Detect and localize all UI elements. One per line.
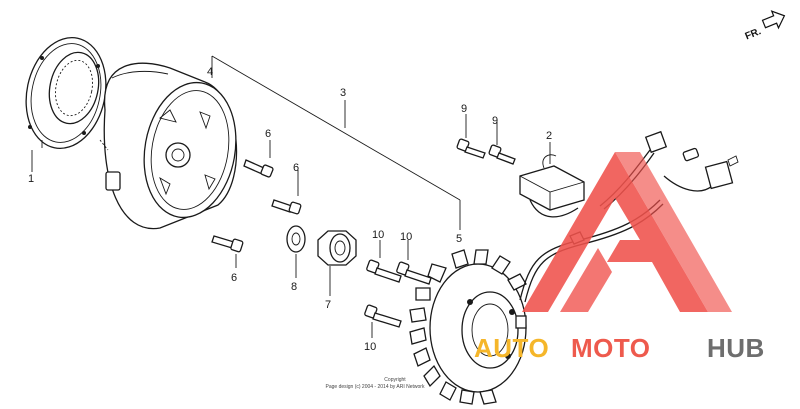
callout-10-c: 10 <box>364 341 376 353</box>
leader-lines <box>31 55 551 338</box>
copyright-line-2: Page design (c) 2004 - 2014 by ARI Netwo… <box>326 384 425 390</box>
part-8-washer <box>286 225 306 253</box>
callout-5: 5 <box>456 233 462 245</box>
watermark-triangle-icon <box>522 152 732 312</box>
front-direction-indicator: FR. <box>744 10 786 42</box>
part-9-bolt-left <box>456 138 486 159</box>
callout-10-b: 10 <box>400 231 412 243</box>
callout-4: 4 <box>207 66 213 78</box>
watermark-text-hub: HUB <box>707 333 765 363</box>
callout-6-upper: 6 <box>265 128 271 140</box>
callout-7: 7 <box>325 299 331 311</box>
part-1-clutch-plate <box>25 36 107 150</box>
part-4-flywheel <box>99 62 238 230</box>
watermark-text-auto: AUTO <box>474 333 549 363</box>
part-5-stator <box>409 249 527 405</box>
callout-6-lower: 6 <box>231 272 237 284</box>
part-6-bolt-middle <box>271 199 302 215</box>
callout-2: 2 <box>546 130 552 142</box>
part-10-bolt-c <box>364 304 402 328</box>
callout-8: 8 <box>291 281 297 293</box>
callout-3: 3 <box>340 87 346 99</box>
part-10-bolt-b <box>396 261 432 285</box>
callout-9-right: 9 <box>492 115 498 127</box>
callouts: 1 2 3 4 5 6 6 6 7 8 9 9 10 10 10 <box>28 66 552 353</box>
automotohub-watermark: AUTO MOTO HUB <box>474 152 765 363</box>
watermark-text-moto: MOTO <box>571 333 651 363</box>
copyright-note: Copyright Page design (c) 2004 - 2014 by… <box>326 377 425 390</box>
front-arrow-icon <box>761 10 786 30</box>
part-7-nut <box>317 230 357 266</box>
callout-6-middle: 6 <box>293 162 299 174</box>
part-2-pulse-generator <box>519 154 585 218</box>
callout-1: 1 <box>28 173 34 185</box>
part-9-bolt-right <box>488 144 516 165</box>
front-direction-label: FR. <box>744 26 763 42</box>
part-6-bolt-lower <box>211 235 244 253</box>
part-6-bolt-upper <box>243 159 274 178</box>
callout-9-left: 9 <box>461 103 467 115</box>
copyright-line-1: Copyright <box>384 377 406 383</box>
part-10-bolt-a <box>366 259 402 283</box>
callout-10-a: 10 <box>372 229 384 241</box>
